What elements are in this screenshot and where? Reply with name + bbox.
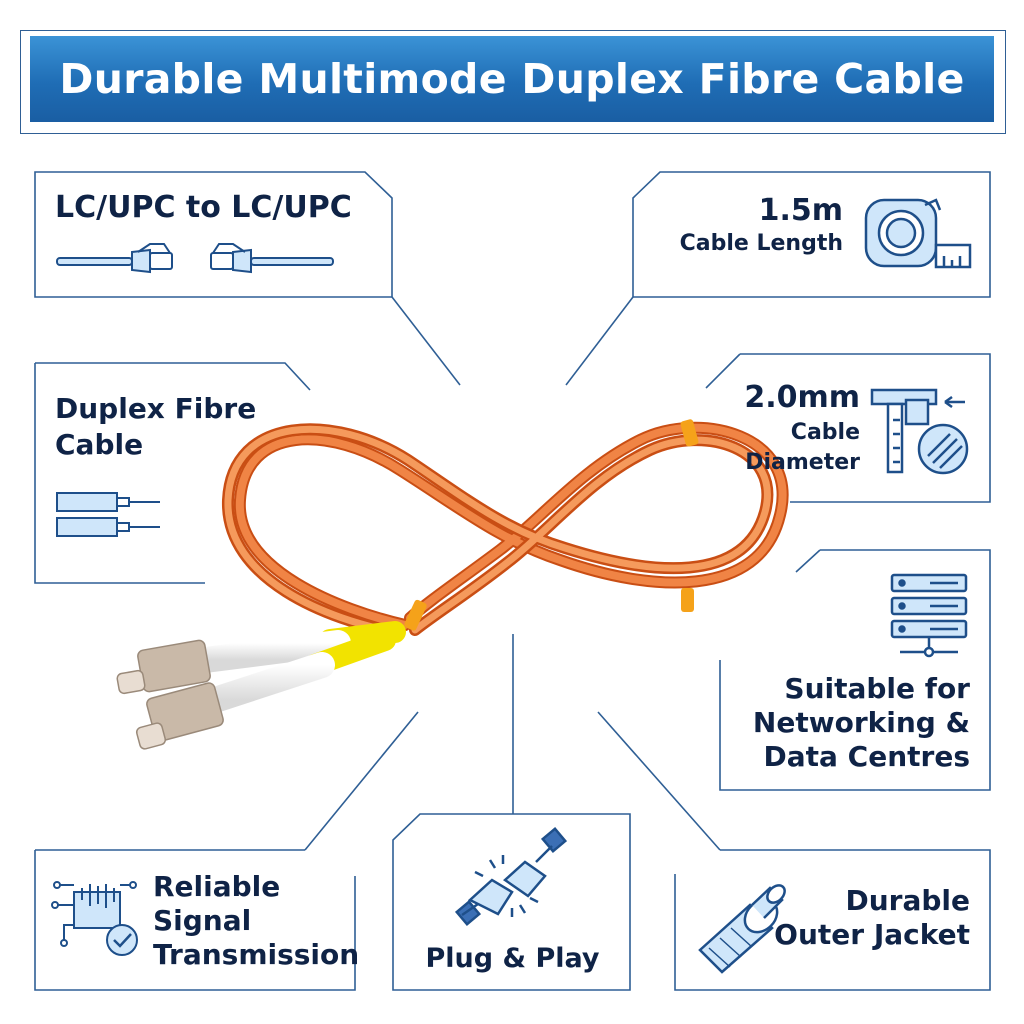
diameter-box — [705, 353, 991, 503]
title-banner: Durable Multimode Duplex Fibre Cable — [30, 36, 994, 122]
page-title: Durable Multimode Duplex Fibre Cable — [59, 55, 965, 103]
cable-cross-section-icon — [698, 884, 786, 974]
networking-box — [719, 549, 991, 791]
signal-label-line3: Transmission — [153, 938, 360, 971]
duplex-box — [34, 362, 311, 584]
plug-connect-icon — [454, 826, 568, 927]
circuit-check-icon — [51, 881, 138, 956]
connector-label: LC/UPC to LC/UPC — [55, 190, 352, 225]
title-banner-frame — [20, 30, 1006, 134]
signal-label-line2: Signal — [153, 904, 252, 937]
diameter-value: 2.0mm — [744, 380, 860, 415]
connector-box — [34, 171, 393, 298]
signal-box — [34, 849, 356, 991]
length-value: 1.5m — [758, 193, 843, 228]
server-rack-icon — [890, 573, 968, 658]
duplex-label-line2: Cable — [55, 428, 144, 461]
plug-box — [392, 813, 631, 991]
jacket-box — [674, 849, 991, 991]
duplex-label-line1: Duplex Fibre — [55, 392, 257, 425]
lc-connector-lower — [135, 629, 396, 750]
length-label: Cable Length — [679, 231, 843, 256]
signal-label-line1: Reliable — [153, 870, 281, 903]
lc-connector-pair-icon — [56, 243, 334, 274]
jacket-label-line1: Durable — [845, 884, 970, 917]
caliper-icon — [870, 388, 969, 475]
diameter-label-line1: Cable — [790, 420, 860, 445]
fibre-cable-illustration — [221, 419, 789, 638]
jacket-label-line2: Outer Jacket — [774, 918, 970, 951]
plug-label: Plug & Play — [425, 943, 600, 974]
duplex-fibre-icon — [56, 492, 160, 537]
networking-label-line1: Suitable for — [784, 672, 970, 705]
length-box — [632, 171, 991, 298]
diameter-label-line2: Diameter — [745, 450, 860, 475]
networking-label-line2: Networking & — [752, 706, 970, 739]
tape-measure-icon — [864, 198, 972, 269]
networking-label-line3: Data Centres — [763, 740, 971, 773]
